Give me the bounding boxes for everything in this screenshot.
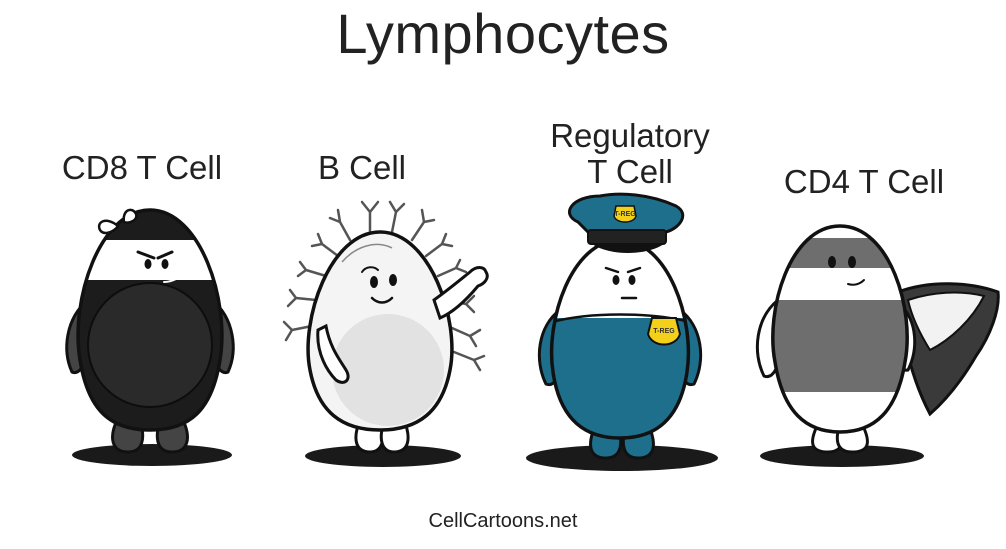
regulatory-t-cell-label-line2: T Cell bbox=[587, 153, 673, 190]
b-face bbox=[361, 266, 397, 304]
b-right-arm-waving bbox=[432, 266, 489, 321]
cd8-headband-knot bbox=[97, 219, 120, 235]
cd8-t-cell-label: CD8 T Cell bbox=[61, 149, 223, 186]
regulatory-t-cell-label-line1: Regulatory bbox=[550, 117, 710, 154]
cd4-shadow bbox=[760, 445, 924, 467]
cd8-outline bbox=[76, 208, 224, 432]
cd8-belly bbox=[87, 282, 213, 408]
cd4-outline bbox=[771, 224, 909, 434]
cd8-t-cell-figure bbox=[65, 208, 235, 466]
cd4-suit-band bbox=[772, 300, 908, 392]
cd8-shadow bbox=[72, 444, 232, 466]
b-nucleus-detail bbox=[341, 243, 393, 263]
cd8-headband-tail bbox=[122, 208, 138, 224]
treg-outline bbox=[549, 238, 691, 440]
b-cell-label: B Cell bbox=[317, 149, 407, 186]
treg-cap-badge-text: T-REG bbox=[614, 211, 636, 218]
b-cell-figure bbox=[282, 200, 489, 467]
treg-chest-badge-text: T-REG bbox=[653, 328, 675, 335]
treg-police-cap: T-REG bbox=[568, 192, 685, 253]
regulatory-t-cell-figure: T-REG T-REG bbox=[526, 192, 718, 471]
cd4-t-cell-label: CD4 T Cell bbox=[783, 163, 945, 200]
b-left-arm bbox=[316, 323, 350, 384]
treg-shadow bbox=[526, 445, 718, 471]
cd4-t-cell-figure bbox=[755, 224, 1000, 467]
treg-face bbox=[604, 266, 642, 300]
cd8-face bbox=[136, 250, 177, 283]
cd4-cape-lining bbox=[906, 291, 986, 352]
b-belly bbox=[332, 314, 444, 426]
page-title: Lymphocytes bbox=[336, 2, 670, 65]
b-shadow bbox=[305, 445, 461, 467]
treg-chest-badge: T-REG bbox=[646, 317, 682, 346]
footer-credit: CellCartoons.net bbox=[428, 510, 578, 532]
cd4-face bbox=[828, 256, 865, 286]
regulatory-t-cell-label: Regulatory T Cell bbox=[520, 118, 740, 190]
cd4-mask-band bbox=[772, 238, 908, 268]
